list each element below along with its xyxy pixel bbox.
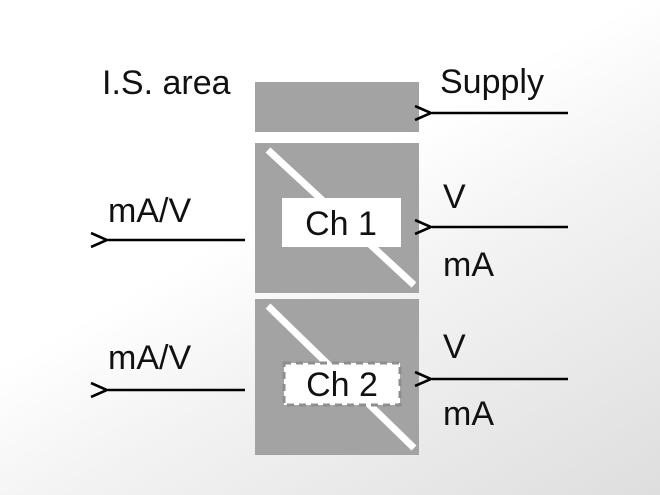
is-area-label: I.S. area	[102, 64, 231, 102]
ch1-ma-label: mA	[443, 246, 494, 284]
ch2-box	[282, 361, 402, 407]
ch2-label: Ch 2	[306, 366, 378, 404]
ch2-v-label: V	[443, 328, 466, 366]
supply-module	[255, 82, 419, 132]
ch1-label: Ch 1	[305, 205, 377, 243]
ch2-output-label: mA/V	[108, 339, 191, 377]
ch2-ma-label: mA	[443, 395, 494, 433]
ch1-box	[282, 198, 401, 247]
ch1-output-label: mA/V	[108, 192, 191, 230]
ch1-v-label: V	[443, 178, 466, 216]
supply-label: Supply	[440, 63, 544, 101]
